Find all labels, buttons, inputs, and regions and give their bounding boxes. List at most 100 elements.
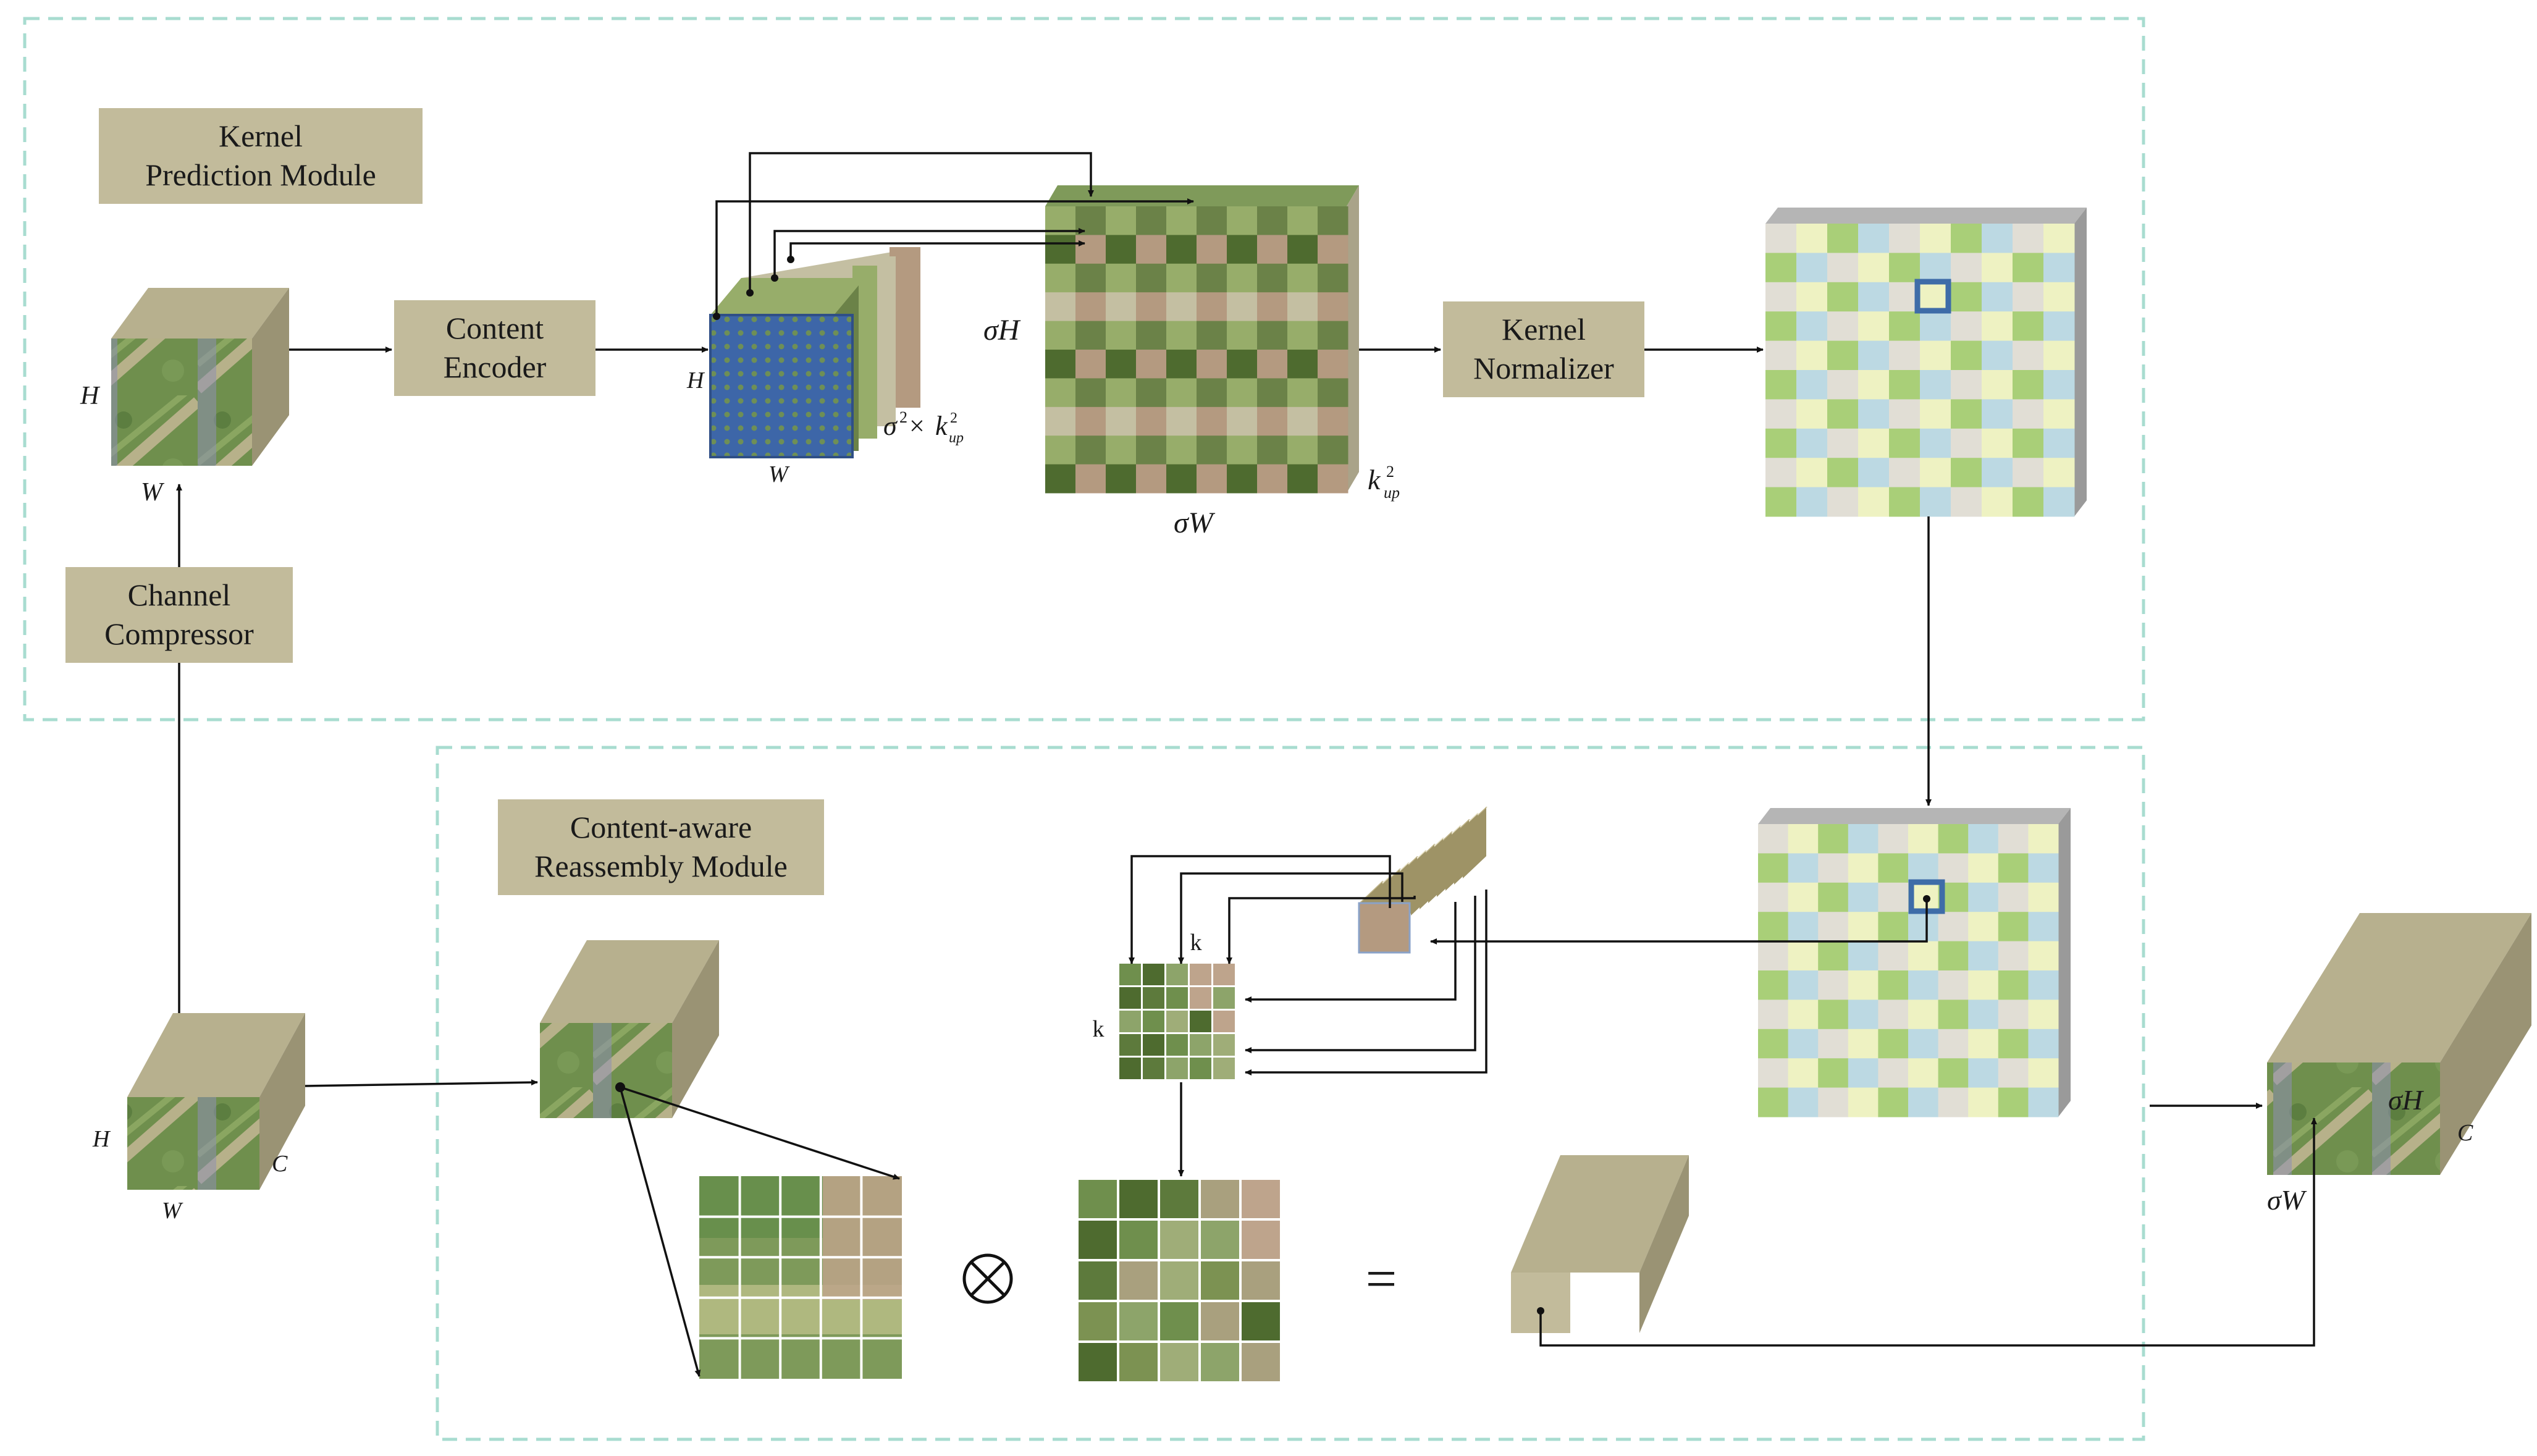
kernel-weight-cell bbox=[2013, 253, 2044, 283]
kernel-weight-cell bbox=[2028, 824, 2059, 854]
kernel-weight-cell bbox=[1938, 999, 1969, 1030]
kernel-weight-cell bbox=[1818, 824, 1849, 854]
reshape-cell bbox=[1136, 436, 1167, 465]
kernel-weight-cell bbox=[1848, 970, 1879, 1000]
kernel-weight-cell bbox=[1951, 487, 1982, 517]
kernel-weight-cell bbox=[1938, 853, 1969, 883]
reshape-cell bbox=[1318, 436, 1348, 465]
kernel-weight-cell bbox=[2043, 282, 2075, 312]
small-kernel-cell bbox=[1143, 1034, 1164, 1056]
svg-text:k: k bbox=[935, 411, 948, 441]
kernel-weight-cell bbox=[2028, 941, 2059, 971]
kernel-weight-cell bbox=[2013, 458, 2044, 488]
reshape-cell bbox=[1257, 350, 1288, 379]
kernel-cell bbox=[1201, 1180, 1239, 1218]
kernel-weight-cell bbox=[2013, 487, 2044, 517]
kernel-weight-cell bbox=[1889, 340, 1921, 371]
kernel-weight-cell bbox=[1908, 1087, 1939, 1117]
reshape-cell bbox=[1075, 406, 1106, 436]
reshape-cell bbox=[1227, 406, 1258, 436]
kernel-weight-cell bbox=[1938, 941, 1969, 971]
kernel-weight-cell bbox=[1827, 428, 1859, 458]
kernel-cell bbox=[1119, 1221, 1158, 1259]
reshape-cell bbox=[1287, 464, 1318, 494]
reshape-cell bbox=[1257, 464, 1288, 494]
small-kernel-cell bbox=[1213, 964, 1235, 985]
kernel-weight-cell bbox=[1982, 253, 2013, 283]
kernel-cell bbox=[1119, 1180, 1158, 1218]
kernel-weight-cell bbox=[1848, 1087, 1879, 1117]
content-encoder-block: Content Encoder bbox=[394, 300, 595, 396]
reassembly-title: Content-aware Reassembly Module bbox=[498, 799, 824, 895]
kernel-weight-cell bbox=[2013, 282, 2044, 312]
reshape-cell bbox=[1197, 378, 1227, 408]
kernel-weight-cell bbox=[1982, 282, 2013, 312]
kernel-weight-cell bbox=[1982, 311, 2013, 342]
reshape-cell bbox=[1106, 206, 1137, 235]
kernel-weight-cell bbox=[2028, 1029, 2059, 1059]
reshape-cell bbox=[1166, 321, 1197, 350]
reshape-cell bbox=[1318, 206, 1348, 235]
kernel-weight-cell bbox=[1858, 253, 1890, 283]
kernel-weight-cell bbox=[1827, 340, 1859, 371]
kernel-weight-cell bbox=[1765, 282, 1797, 312]
svg-text:2: 2 bbox=[950, 410, 957, 426]
kernel-weight-cell bbox=[1848, 824, 1879, 854]
small-kernel-cell bbox=[1119, 1034, 1141, 1056]
encoded-h-label: H bbox=[686, 368, 705, 393]
kernel-weight-cell bbox=[1788, 912, 1819, 942]
reshape-cell bbox=[1257, 406, 1288, 436]
kernel-cell bbox=[1242, 1180, 1280, 1218]
kernel-weight-cell bbox=[1788, 1058, 1819, 1088]
kernel-weight-cell bbox=[1818, 1029, 1849, 1059]
kernel-weight-cell bbox=[1951, 253, 1982, 283]
reshape-cell bbox=[1136, 406, 1167, 436]
svg-text:Encoder: Encoder bbox=[444, 350, 547, 384]
reshape-cell bbox=[1197, 321, 1227, 350]
encoded-kernel-stack bbox=[709, 247, 920, 458]
kernel-weight-cell bbox=[1758, 882, 1789, 912]
svg-text:Kernel: Kernel bbox=[1502, 312, 1586, 347]
reshape-cell bbox=[1075, 436, 1106, 465]
kernel-weight-cell bbox=[1982, 428, 2013, 458]
kernel-weight-cell bbox=[1951, 340, 1982, 371]
kernel-weight-cell bbox=[1920, 370, 1951, 400]
kernel-vector-front bbox=[1358, 902, 1411, 954]
kernel-weight-cell bbox=[1968, 1029, 1999, 1059]
svg-text:Normalizer: Normalizer bbox=[1473, 351, 1614, 385]
kernel-weight-cell bbox=[1758, 1058, 1789, 1088]
kernel-weight-cell bbox=[1908, 970, 1939, 1000]
kernel-weight-cell bbox=[1788, 1029, 1819, 1059]
reshape-cell bbox=[1166, 464, 1197, 494]
kernel-weight-cell bbox=[2043, 311, 2075, 342]
kernel-weight-cell bbox=[1920, 224, 1951, 253]
kernel-weight-cell bbox=[1796, 370, 1828, 400]
reshape-cell bbox=[1136, 292, 1167, 322]
selected-kernel-top bbox=[1914, 279, 1951, 314]
kernel-weight-cell bbox=[2028, 853, 2059, 883]
kernel-weight-cell bbox=[1827, 487, 1859, 517]
equals-sign: = bbox=[1366, 1248, 1397, 1310]
kernel-weight-cell bbox=[1920, 311, 1951, 342]
kernel-weight-cell bbox=[1998, 999, 2029, 1030]
kernel-weight-cell bbox=[1765, 340, 1797, 371]
reshape-cell bbox=[1106, 350, 1137, 379]
kernel-weight-cell bbox=[1818, 1058, 1849, 1088]
reshape-cell bbox=[1197, 406, 1227, 436]
kernel-weight-cell bbox=[1765, 253, 1797, 283]
kernel-weight-cell bbox=[1878, 1058, 1909, 1088]
reshape-cell bbox=[1227, 292, 1258, 322]
encoded-w-label: W bbox=[768, 461, 790, 487]
kernel-weight-cell bbox=[1827, 370, 1859, 400]
reshape-cell bbox=[1287, 436, 1318, 465]
kernel-k-top-label: k bbox=[1190, 930, 1202, 956]
kernel-weight-cell bbox=[1796, 428, 1828, 458]
kernel-weight-cell bbox=[1788, 882, 1819, 912]
reshape-cell bbox=[1227, 206, 1258, 235]
input-h-label: H bbox=[80, 382, 101, 410]
kernel-weight-cell bbox=[1968, 824, 1999, 854]
svg-text:k: k bbox=[1368, 464, 1381, 495]
convolution-operator bbox=[962, 1253, 1013, 1304]
kernel-prediction-title: Kernel Prediction Module bbox=[99, 108, 423, 204]
